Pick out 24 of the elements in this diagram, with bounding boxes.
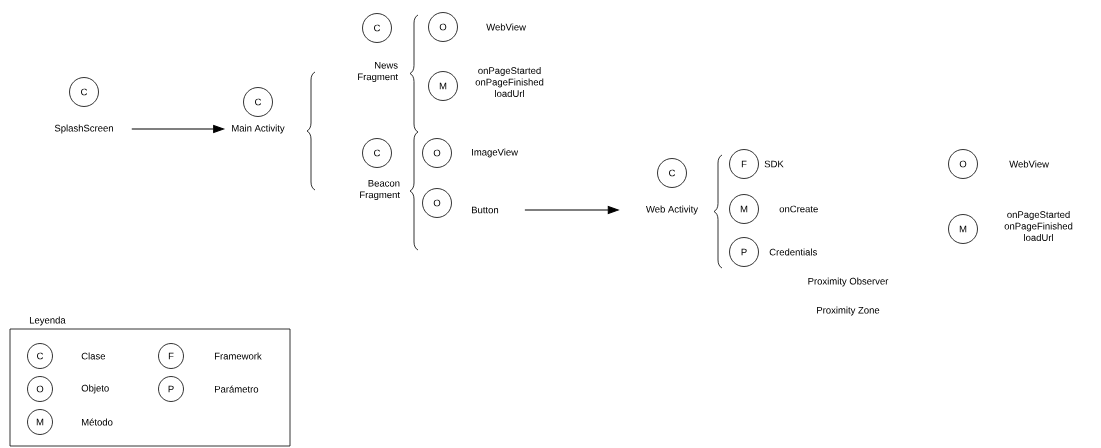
legend-text: Framework xyxy=(215,352,262,360)
class-name: News Fragment xyxy=(358,62,398,82)
legend-title: Leyenda xyxy=(30,316,66,326)
legend-text: Objeto xyxy=(81,384,109,394)
item-label: WebView xyxy=(1009,160,1049,168)
item-label: Button xyxy=(472,206,499,214)
class-label: Proximity Observer xyxy=(808,277,889,287)
item-label: onPageStarted onPageFinished loadUrl xyxy=(475,67,544,97)
legend-text: Método xyxy=(82,418,113,426)
class-label: Proximity Zone xyxy=(817,306,880,316)
class-name: Main Activity xyxy=(232,124,285,134)
item-label: onPageStarted onPageFinished loadUrl xyxy=(1004,211,1073,241)
item-label: WebView xyxy=(486,23,526,31)
arrow xyxy=(131,125,225,133)
class-name: Beacon Fragment xyxy=(360,180,400,200)
class-name: SplashScreen xyxy=(54,124,113,134)
item-label: ImageView xyxy=(472,148,519,158)
legend-text: Clase xyxy=(81,352,106,360)
class-name: Web Activity xyxy=(646,205,699,215)
arrow xyxy=(524,206,619,214)
item-label: Credentials xyxy=(769,248,817,256)
legend-text: Parámetro xyxy=(215,385,259,393)
item-label: onCreate xyxy=(779,205,818,213)
item-label: SDK xyxy=(764,160,784,168)
